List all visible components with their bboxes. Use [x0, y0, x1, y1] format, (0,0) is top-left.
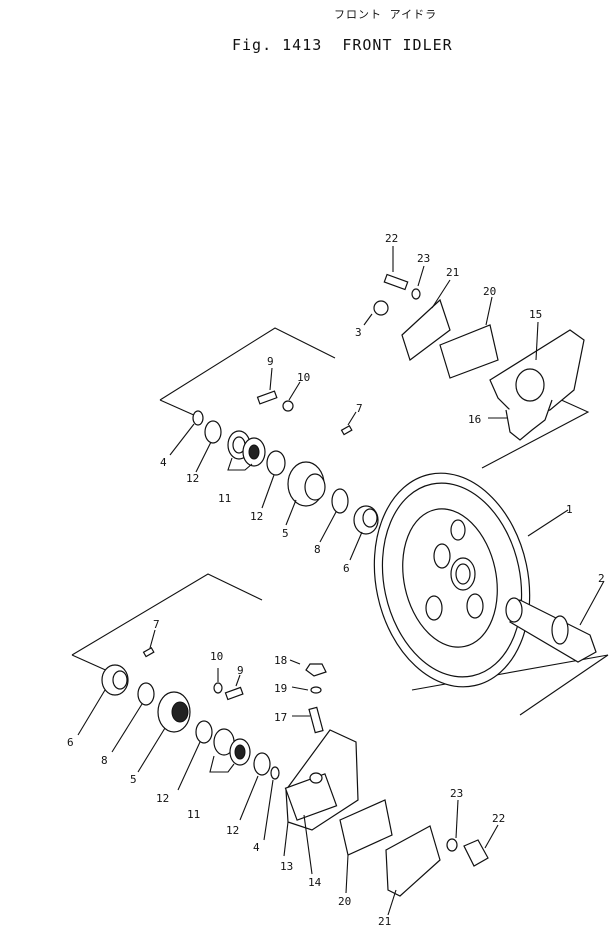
- callout-13: 13: [280, 860, 293, 873]
- callout-5-lower: 5: [130, 773, 137, 786]
- callout-4-upper: 4: [160, 456, 167, 469]
- callout-11-lower: 11: [187, 808, 200, 821]
- callout-20-lower: 20: [338, 895, 351, 908]
- callout-labels: 1 2 3 4 4 5 5 6 6 7 7 8 8 9 9 10 10 11 1…: [67, 232, 605, 926]
- callout-22-lower: 22: [492, 812, 505, 825]
- idler-wheel: [373, 472, 569, 688]
- lower-bearing-block: [283, 659, 499, 916]
- idler-shaft: [505, 580, 605, 663]
- callout-5-upper: 5: [282, 527, 289, 540]
- upper-bearing-block: [363, 246, 585, 441]
- callout-10-lower: 10: [210, 650, 223, 663]
- callout-12-c: 12: [156, 792, 169, 805]
- callout-20-upper: 20: [483, 285, 496, 298]
- callout-18: 18: [274, 654, 287, 667]
- callout-8-upper: 8: [314, 543, 321, 556]
- callout-11-upper: 11: [218, 492, 231, 505]
- callout-2: 2: [598, 572, 605, 585]
- callout-23-lower: 23: [450, 787, 463, 800]
- lower-hub-assembly: [77, 629, 280, 841]
- callout-1: 1: [566, 503, 573, 516]
- callout-6-lower: 6: [67, 736, 74, 749]
- figure-title: Fig. 1413 FRONT IDLER: [232, 36, 453, 54]
- callout-22-upper: 22: [385, 232, 398, 245]
- callout-8-lower: 8: [101, 754, 108, 767]
- upper-hub-assembly: [169, 367, 379, 561]
- figure-number: Fig. 1413: [232, 36, 323, 54]
- figure-name: FRONT IDLER: [342, 36, 453, 54]
- japanese-title: フロント アイドラ: [334, 8, 438, 21]
- callout-9-upper: 9: [267, 355, 274, 368]
- callout-21-upper: 21: [446, 266, 459, 279]
- callout-10-upper: 10: [297, 371, 310, 384]
- callout-6-upper: 6: [343, 562, 350, 575]
- callout-9-lower: 9: [237, 664, 244, 677]
- callout-16: 16: [468, 413, 481, 426]
- callout-14: 14: [308, 876, 322, 889]
- callout-4-lower: 4: [253, 841, 260, 854]
- callout-3-upper: 3: [355, 326, 362, 339]
- callout-19: 19: [274, 682, 287, 695]
- callout-17: 17: [274, 711, 287, 724]
- callout-7-lower: 7: [153, 618, 160, 631]
- callout-7-upper: 7: [356, 402, 363, 415]
- callout-12-a: 12: [186, 472, 199, 485]
- callout-23-upper: 23: [417, 252, 430, 265]
- callout-21-lower: 21: [378, 915, 391, 926]
- callout-15: 15: [529, 308, 542, 321]
- callout-12-b: 12: [250, 510, 263, 523]
- callout-12-d: 12: [226, 824, 239, 837]
